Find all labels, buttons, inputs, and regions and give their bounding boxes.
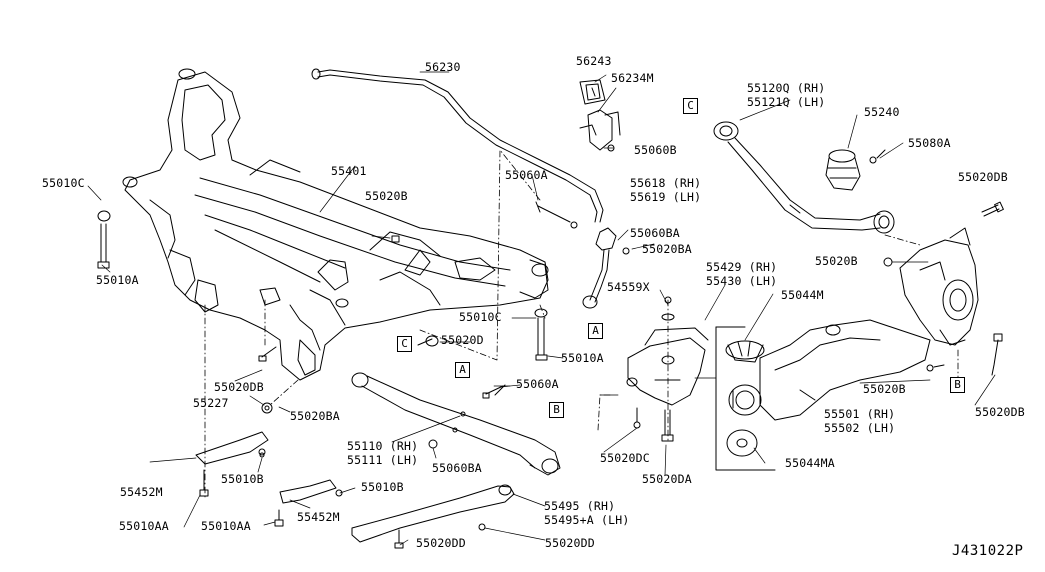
label-55618: 55618 (RH)	[630, 176, 702, 190]
label-55121q: 55121Q (LH)	[747, 95, 826, 109]
spring-group-bracket	[715, 326, 776, 471]
callout-c-top: C	[683, 98, 698, 114]
label-56243: 56243	[576, 54, 612, 68]
label-55020dd-a: 55020DD	[416, 536, 466, 550]
label-54559x: 54559X	[607, 280, 650, 294]
callout-c-left: C	[397, 336, 412, 352]
stabilizer-clamp	[579, 109, 621, 152]
lateral-link	[351, 484, 515, 549]
spring-rubber	[728, 384, 762, 416]
label-55240: 55240	[864, 105, 900, 119]
fasteners	[97, 210, 1003, 458]
label-55060b: 55060B	[634, 143, 677, 157]
label-55020db-left: 55020DB	[214, 380, 264, 394]
label-55080a: 55080A	[908, 136, 951, 150]
label-55619: 55619 (LH)	[630, 190, 702, 204]
label-55020ba-top: 55020BA	[642, 242, 692, 256]
label-55010a-mid: 55010A	[561, 351, 604, 365]
label-55060ba-mid: 55060BA	[432, 461, 482, 475]
lower-link	[759, 319, 945, 421]
knuckle	[883, 227, 979, 346]
label-55495a: 55495+A (LH)	[544, 513, 630, 527]
label-55010aa-mid: 55010AA	[201, 519, 251, 533]
label-leaders	[87, 71, 996, 546]
label-55020da: 55020DA	[642, 472, 692, 486]
label-55429: 55429 (RH)	[706, 260, 778, 274]
stabilizer-link	[535, 201, 630, 309]
callout-b-left: B	[549, 402, 564, 418]
label-55020d: 55020D	[441, 333, 484, 347]
gusset-mid	[274, 479, 343, 527]
label-55430: 55430 (LH)	[706, 274, 778, 288]
link-bracket	[626, 296, 709, 442]
label-55495: 55495 (RH)	[544, 499, 616, 513]
label-55020db-bottom-right: 55020DB	[975, 405, 1025, 419]
label-55020db-top-right: 55020DB	[958, 170, 1008, 184]
label-56234m: 56234M	[611, 71, 654, 85]
label-56230: 56230	[425, 60, 461, 74]
label-55110: 55110 (RH)	[347, 439, 419, 453]
label-55044ma: 55044MA	[785, 456, 835, 470]
label-55020b-right: 55020B	[815, 254, 858, 268]
label-55010b-left: 55010B	[221, 472, 264, 486]
label-55010c-mid: 55010C	[459, 310, 502, 324]
gusset-left	[195, 431, 269, 497]
label-55020b-top: 55020B	[365, 189, 408, 203]
label-55227: 55227	[193, 396, 229, 410]
label-55020b-bottom-right: 55020B	[863, 382, 906, 396]
label-55020dd-b: 55020DD	[545, 536, 595, 550]
rear-subframe	[122, 68, 549, 381]
label-55060a-top: 55060A	[505, 168, 548, 182]
spring-seat-lower	[726, 429, 758, 457]
label-55452m-mid: 55452M	[297, 510, 340, 524]
spring-seat-upper	[725, 340, 765, 363]
label-55020dc: 55020DC	[600, 451, 650, 465]
label-55060ba-top: 55060BA	[630, 226, 680, 240]
bolt-top-right	[981, 201, 1004, 217]
label-55501: 55501 (RH)	[824, 407, 896, 421]
label-55020ba-left: 55020BA	[290, 409, 340, 423]
figure-number: J431022P	[952, 543, 1024, 559]
callout-a-right: A	[588, 323, 603, 339]
label-55401: 55401	[331, 164, 367, 178]
radius-rod	[351, 372, 561, 476]
label-55010b-mid: 55010B	[361, 480, 404, 494]
label-55010a-left: 55010A	[96, 273, 139, 287]
stabilizer-bar	[311, 68, 604, 223]
bound-bumper	[825, 149, 886, 191]
label-55120q: 55120Q (RH)	[747, 81, 826, 95]
label-55060a-mid: 55060A	[516, 377, 559, 391]
label-55010aa-left: 55010AA	[119, 519, 169, 533]
label-55044m: 55044M	[781, 288, 824, 302]
callout-b-right: B	[950, 377, 965, 393]
upper-link	[713, 121, 895, 234]
label-55010c-left: 55010C	[42, 176, 85, 190]
label-55452m-left: 55452M	[120, 485, 163, 499]
label-55111: 55111 (LH)	[347, 453, 419, 467]
label-55502: 55502 (LH)	[824, 421, 896, 435]
callout-a-mid: A	[455, 362, 470, 378]
stabilizer-bushing	[579, 79, 606, 105]
